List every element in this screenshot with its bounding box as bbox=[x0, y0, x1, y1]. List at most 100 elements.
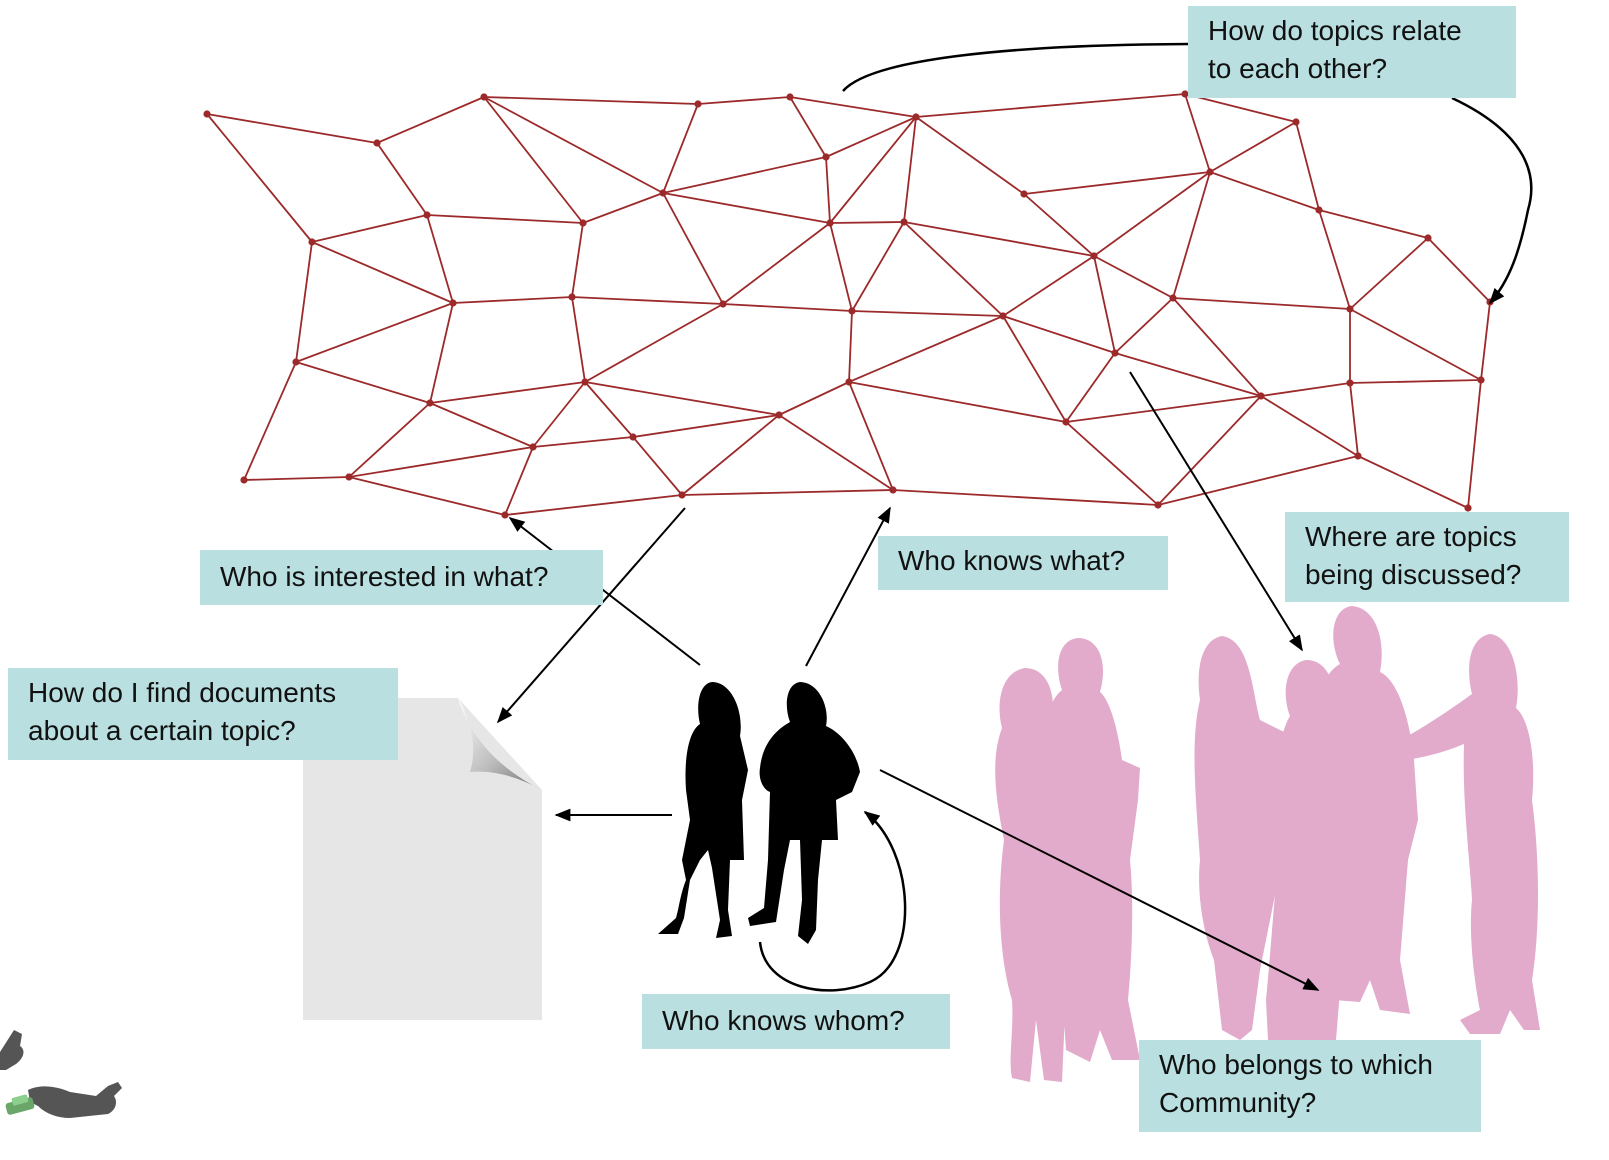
network-edge bbox=[504, 494, 683, 516]
network-edge bbox=[348, 476, 506, 516]
network-node bbox=[845, 378, 853, 386]
question-find-documents: How do I find documents about a certain … bbox=[8, 668, 398, 760]
network-edge bbox=[892, 489, 1159, 506]
network-edge bbox=[789, 96, 917, 118]
network-node bbox=[1346, 379, 1354, 387]
network-edge bbox=[483, 96, 584, 224]
question-find-documents-line2: about a certain topic? bbox=[28, 715, 296, 746]
network-edge bbox=[1065, 421, 1159, 506]
network-node bbox=[308, 238, 316, 246]
network-node bbox=[1464, 504, 1472, 512]
arrow-topics-discussed bbox=[1129, 371, 1303, 652]
network-node bbox=[694, 100, 702, 108]
arrow-interested bbox=[508, 517, 701, 666]
network-edge bbox=[1065, 352, 1116, 423]
network-edge bbox=[1427, 237, 1491, 303]
network-edge bbox=[722, 303, 853, 312]
network-edge bbox=[504, 446, 534, 516]
network-edge bbox=[311, 214, 428, 243]
question-topics-relate: How do topics relate to each other? bbox=[1188, 6, 1516, 98]
network-edge bbox=[1093, 255, 1116, 354]
connector-arrows bbox=[496, 42, 1533, 992]
network-edge bbox=[571, 296, 586, 383]
network-edge bbox=[681, 414, 780, 496]
community-person-3 bbox=[1194, 636, 1300, 1040]
expert-woman bbox=[658, 682, 748, 938]
network-node bbox=[568, 293, 576, 301]
question-knows-what: Who knows what? bbox=[878, 536, 1168, 590]
network-node bbox=[373, 139, 381, 147]
network-node bbox=[449, 299, 457, 307]
network-edge bbox=[1467, 379, 1482, 509]
network-node bbox=[659, 189, 667, 197]
network-edge bbox=[483, 96, 664, 194]
network-edge bbox=[582, 192, 664, 224]
network-edge bbox=[206, 113, 378, 144]
network-edge bbox=[662, 192, 724, 305]
network-edge bbox=[429, 381, 586, 404]
question-knows-what-text: Who knows what? bbox=[898, 545, 1126, 576]
network-node bbox=[1315, 206, 1323, 214]
network-node bbox=[786, 93, 794, 101]
network-node bbox=[826, 219, 834, 227]
network-node bbox=[822, 153, 830, 161]
network-edge bbox=[1172, 297, 1351, 310]
network-edge bbox=[1260, 382, 1351, 397]
network-node bbox=[848, 307, 856, 315]
network-node bbox=[775, 411, 783, 419]
network-edge bbox=[1184, 93, 1211, 173]
network-edge bbox=[1318, 209, 1351, 310]
network-node bbox=[579, 219, 587, 227]
expert-man bbox=[748, 682, 860, 944]
question-interested: Who is interested in what? bbox=[200, 550, 603, 605]
network-node bbox=[1354, 452, 1362, 460]
network-edge bbox=[1184, 93, 1297, 123]
network-edge bbox=[1157, 395, 1262, 506]
network-edge bbox=[206, 113, 313, 243]
network-edge bbox=[1023, 171, 1211, 195]
network-edge bbox=[848, 381, 1067, 423]
network-edge bbox=[1114, 352, 1262, 397]
network-node bbox=[999, 312, 1007, 320]
network-node bbox=[719, 300, 727, 308]
network-node bbox=[912, 113, 920, 121]
network-edge bbox=[243, 361, 297, 481]
network-edge bbox=[829, 116, 917, 224]
network-edge bbox=[571, 296, 724, 305]
network-node bbox=[203, 110, 211, 118]
network-node bbox=[292, 358, 300, 366]
network-edge bbox=[295, 241, 313, 363]
network-node bbox=[501, 511, 509, 519]
network-edge bbox=[295, 361, 431, 404]
network-edge bbox=[789, 96, 827, 158]
question-interested-text: Who is interested in what? bbox=[220, 561, 549, 592]
network-edge bbox=[483, 96, 699, 105]
network-edge bbox=[1349, 308, 1482, 381]
question-community-line2: Community? bbox=[1159, 1087, 1317, 1118]
network-edge bbox=[426, 214, 454, 304]
community-group-silhouettes bbox=[995, 606, 1540, 1082]
network-edge bbox=[1260, 395, 1359, 457]
network-edge bbox=[903, 116, 917, 223]
network-edge bbox=[778, 414, 894, 491]
network-edge bbox=[722, 222, 831, 305]
network-edge bbox=[1209, 171, 1320, 211]
network-node bbox=[529, 443, 537, 451]
network-edge bbox=[429, 302, 454, 404]
network-edge bbox=[452, 296, 573, 304]
network-edge bbox=[1357, 455, 1469, 509]
network-edge bbox=[851, 310, 1004, 317]
network-node bbox=[426, 399, 434, 407]
question-topics-discussed-line1: Where are topics bbox=[1305, 521, 1517, 552]
arrow-knows-whom bbox=[758, 811, 907, 992]
network-edge bbox=[1065, 395, 1262, 423]
network-edge bbox=[584, 381, 634, 438]
question-community: Who belongs to which Community? bbox=[1139, 1040, 1481, 1132]
question-topics-relate-line1: How do topics relate bbox=[1208, 15, 1462, 46]
network-node bbox=[1424, 234, 1432, 242]
network-node bbox=[1206, 168, 1214, 176]
network-edge bbox=[662, 192, 831, 224]
network-edge bbox=[295, 302, 454, 363]
network-edge bbox=[829, 221, 905, 224]
network-edge bbox=[1172, 297, 1262, 397]
